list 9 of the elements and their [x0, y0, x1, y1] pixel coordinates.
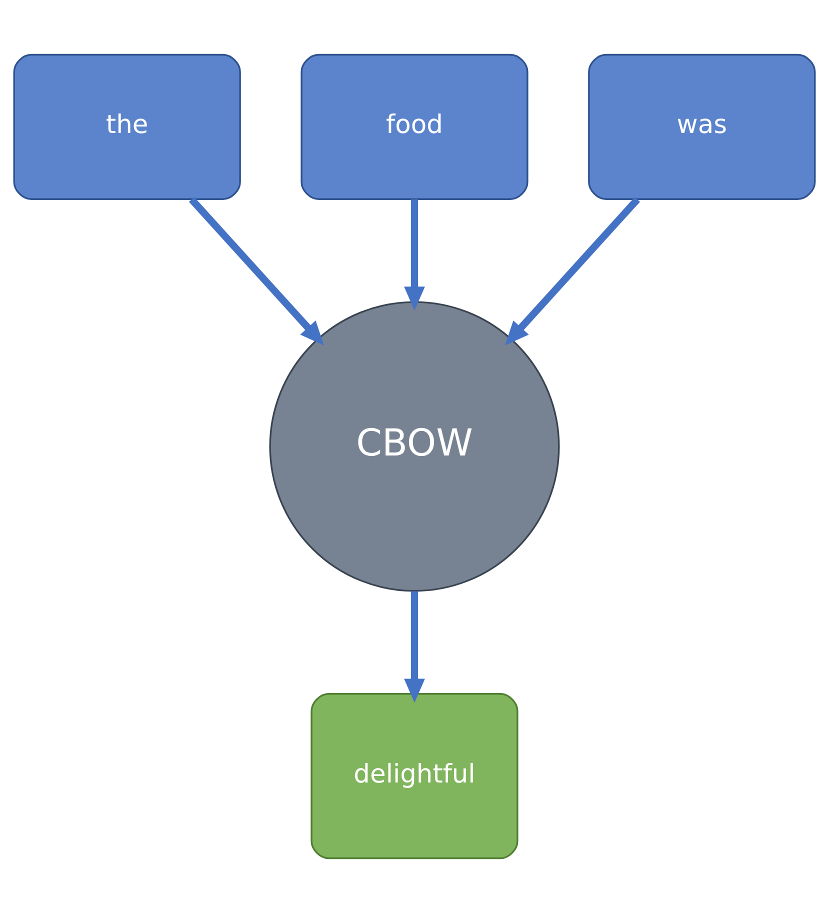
arrow [505, 196, 640, 345]
node-box: was [588, 53, 816, 200]
node-box: food [300, 53, 528, 200]
node-circle: CBOW [269, 300, 560, 592]
arrow [188, 196, 324, 345]
node-box: the [13, 53, 241, 200]
node-box: delightful [310, 692, 518, 859]
arrow [404, 590, 425, 702]
arrow [404, 198, 425, 310]
